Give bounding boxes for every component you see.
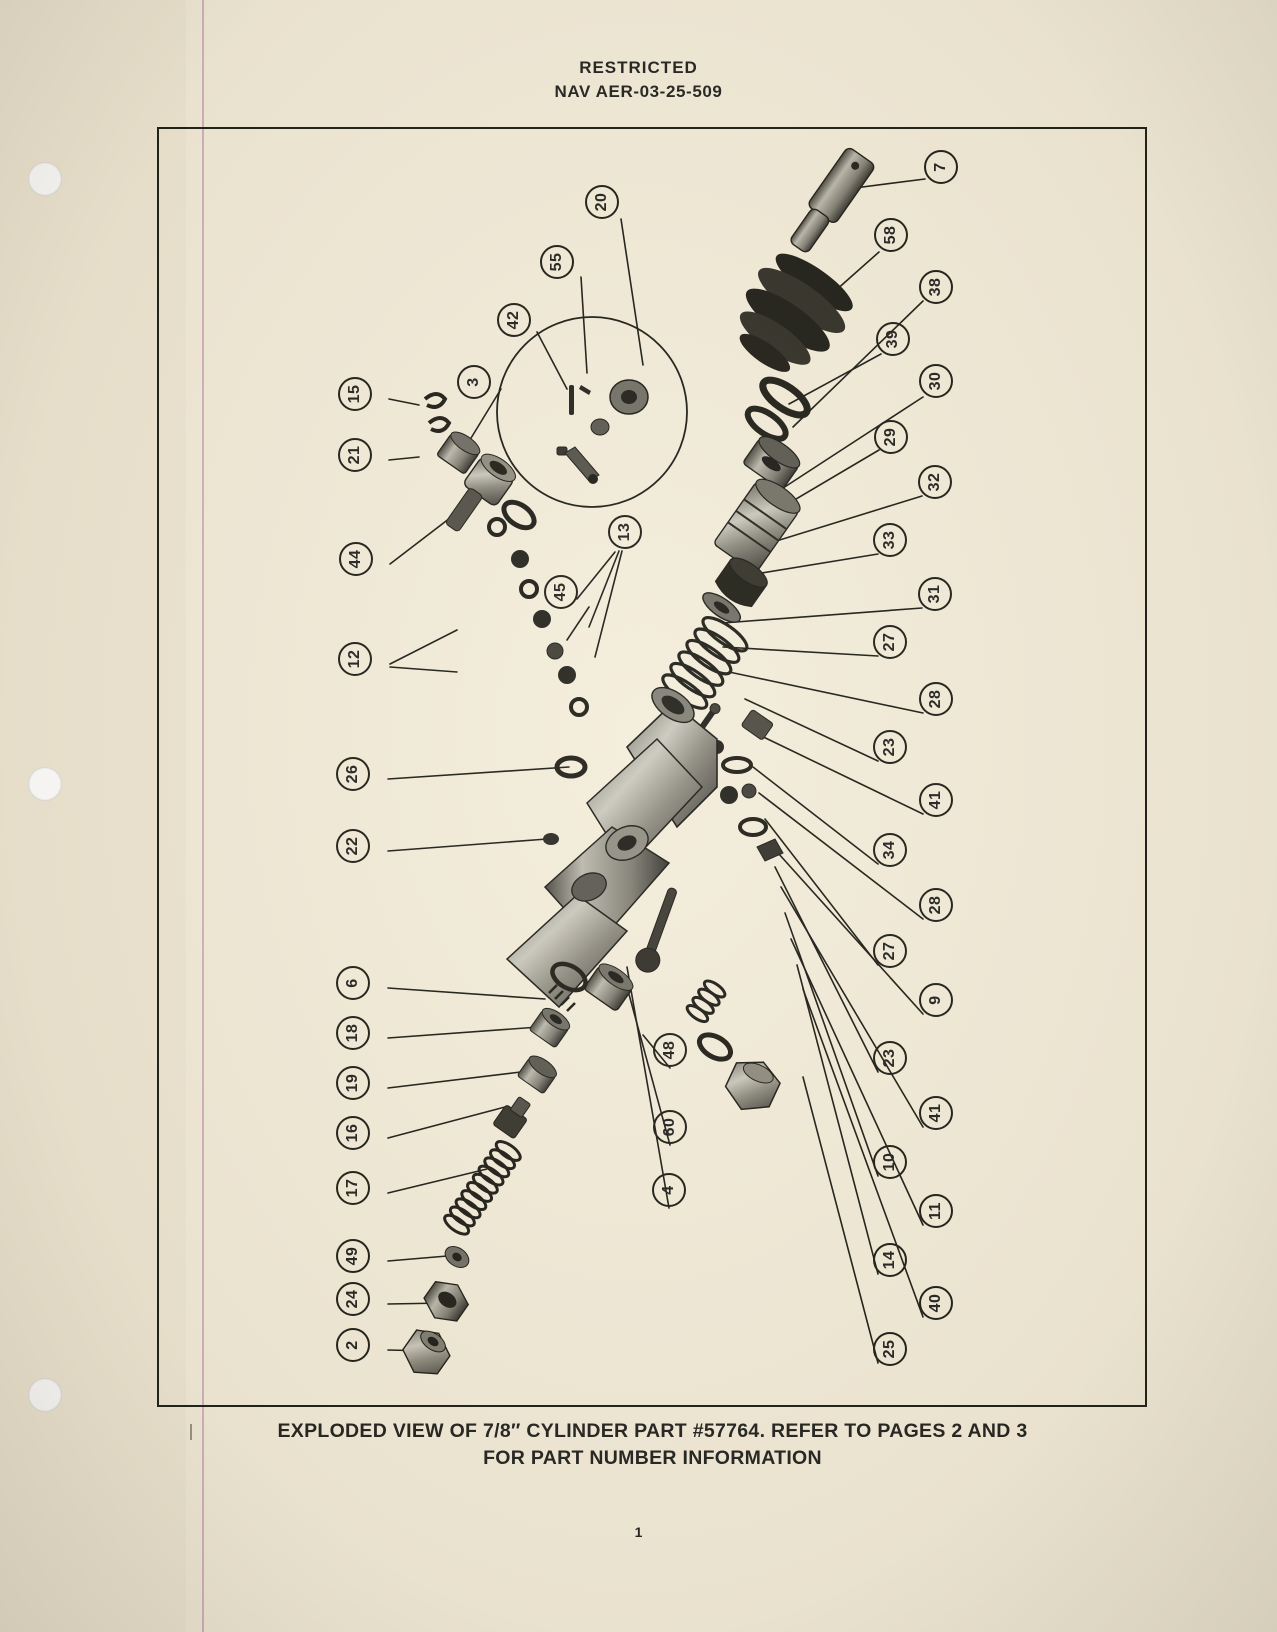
callout-number: 20 [585, 185, 619, 219]
callout-number: 24 [336, 1282, 370, 1316]
callout-number: 15 [338, 377, 372, 411]
callout-number: 14 [873, 1243, 907, 1277]
callout-number: 2 [336, 1328, 370, 1362]
callout-number: 38 [919, 270, 953, 304]
callout-number: 13 [608, 515, 642, 549]
callout-number: 45 [544, 575, 578, 609]
callout-number: 25 [873, 1332, 907, 1366]
callout-number: 9 [919, 983, 953, 1017]
callout-number: 39 [876, 322, 910, 356]
callout-number: 34 [873, 833, 907, 867]
hole-punch [28, 767, 62, 801]
callout-number: 60 [653, 1110, 687, 1144]
caption-line-2: FOR PART NUMBER INFORMATION [483, 1447, 822, 1469]
callout-number: 41 [919, 1096, 953, 1130]
callout-number: 27 [873, 934, 907, 968]
callout-number: 28 [919, 888, 953, 922]
callout-number: 41 [919, 783, 953, 817]
header-restricted: RESTRICTED [579, 58, 698, 77]
callout-number: 26 [336, 757, 370, 791]
callout-number: 23 [873, 1041, 907, 1075]
caption-line-1: EXPLODED VIEW OF 7/8″ CYLINDER PART #577… [277, 1420, 1028, 1442]
callout-number: 3 [457, 365, 491, 399]
callout-number: 10 [873, 1145, 907, 1179]
callout-number: 16 [336, 1116, 370, 1150]
figure-caption: EXPLODED VIEW OF 7/8″ CYLINDER PART #577… [160, 1418, 1145, 1472]
callout-number: 49 [336, 1239, 370, 1273]
callout-number: 42 [497, 303, 531, 337]
callout-number: 19 [336, 1066, 370, 1100]
callout-number: 55 [540, 245, 574, 279]
caption-tick-mark [190, 1424, 192, 1440]
callout-number: 21 [338, 438, 372, 472]
callout-number: 29 [874, 420, 908, 454]
callout-number: 33 [873, 523, 907, 557]
callout-number: 27 [873, 625, 907, 659]
callout-number: 48 [653, 1033, 687, 1067]
callout-number: 11 [919, 1194, 953, 1228]
callout-number: 22 [336, 829, 370, 863]
callout-number: 4 [652, 1173, 686, 1207]
exploded-view-diagram [157, 127, 1147, 1407]
callout-number: 30 [919, 364, 953, 398]
figure-frame [157, 127, 1147, 1407]
callout-number: 6 [336, 966, 370, 1000]
binder-margin [0, 0, 186, 1632]
callout-number: 12 [338, 642, 372, 676]
margin-rule-line [202, 0, 204, 1632]
callout-number: 28 [919, 682, 953, 716]
callout-number: 23 [873, 730, 907, 764]
header-document-number: NAV AER-03-25-509 [554, 82, 723, 101]
callout-number: 44 [339, 542, 373, 576]
callout-number: 40 [919, 1286, 953, 1320]
callout-number: 7 [924, 150, 958, 184]
callout-number: 31 [918, 577, 952, 611]
callout-number: 58 [874, 218, 908, 252]
page-number: 1 [634, 1524, 643, 1540]
hole-punch [28, 1378, 62, 1412]
callout-number: 18 [336, 1016, 370, 1050]
callout-number: 32 [918, 465, 952, 499]
callout-number: 17 [336, 1171, 370, 1205]
hole-punch [28, 162, 62, 196]
